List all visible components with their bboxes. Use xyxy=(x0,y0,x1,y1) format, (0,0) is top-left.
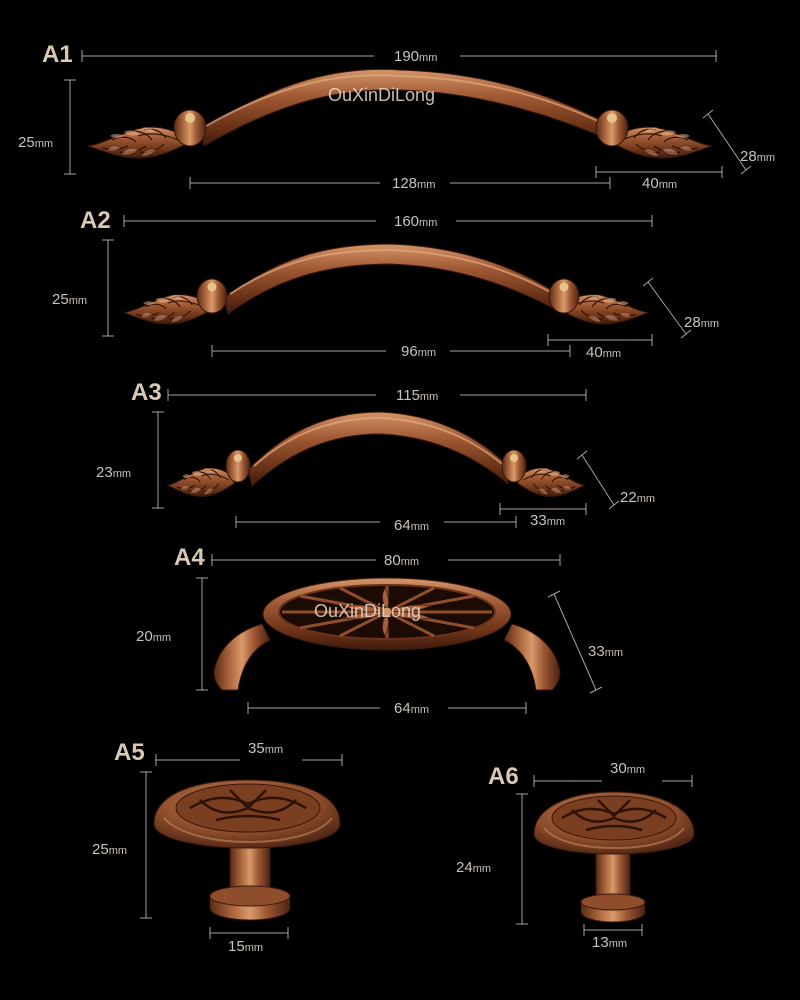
product-label-a3: A3 xyxy=(131,379,162,406)
base-label-a5: 15mm xyxy=(228,938,263,955)
watermark: OuXinDiLong xyxy=(328,85,435,105)
product-a3: A3 115mm 23mm 64mm 33mm xyxy=(96,379,655,534)
length-label-a3: 115mm xyxy=(396,387,438,404)
product-label-a6: A6 xyxy=(488,763,519,790)
hole-spacing-label-a3: 64mm xyxy=(394,517,429,534)
knob-a5 xyxy=(153,779,341,921)
handle-a1 xyxy=(87,68,713,159)
product-label-a4: A4 xyxy=(174,544,205,571)
product-a6: A6 30mm 24mm 13mm xyxy=(456,760,695,951)
product-label-a5: A5 xyxy=(114,739,145,766)
handle-a2 xyxy=(123,243,649,325)
height-label-a4: 20mm xyxy=(136,628,171,645)
product-label-a2: A2 xyxy=(80,207,111,234)
dimension-line xyxy=(707,113,747,171)
hole-spacing-label-a1: 128mm xyxy=(392,175,435,192)
watermark: OuXinDiLong xyxy=(314,601,421,621)
height-label-a1: 25mm xyxy=(18,134,53,151)
length-label-a4: 80mm xyxy=(384,552,419,569)
depth-label-a1: 28mm xyxy=(740,148,775,165)
height-label-a2: 25mm xyxy=(52,291,87,308)
length-label-a2: 160mm xyxy=(394,213,437,230)
dimension-line xyxy=(581,454,615,506)
dimension-line xyxy=(553,593,597,691)
base-width-label-a1: 40mm xyxy=(642,175,677,192)
diameter-label-a5: 35mm xyxy=(248,740,283,757)
product-a4: A4 80mm 20mm xyxy=(136,544,623,717)
handle-a4 xyxy=(213,577,561,691)
hole-spacing-label-a4: 64mm xyxy=(394,700,429,717)
base-width-label-a3: 33mm xyxy=(530,512,565,529)
product-a2: A2 160mm 25mm 96mm 40mm xyxy=(52,207,719,361)
hole-spacing-label-a2: 96mm xyxy=(401,343,436,360)
depth-label-a3: 22mm xyxy=(620,489,655,506)
handle-a3 xyxy=(166,411,586,497)
base-label-a6: 13mm xyxy=(592,934,627,951)
dimension-line xyxy=(647,281,687,335)
height-label-a5: 25mm xyxy=(92,841,127,858)
depth-label-a2: 28mm xyxy=(684,314,719,331)
product-label-a1: A1 xyxy=(42,41,73,68)
product-a1: A1 190mm 25mm OuXinDiLong 128mm 40m xyxy=(18,41,775,192)
length-label-a1: 190mm xyxy=(394,48,437,65)
knob-a6 xyxy=(533,791,695,923)
diameter-label-a6: 30mm xyxy=(610,760,645,777)
height-label-a6: 24mm xyxy=(456,859,491,876)
product-a5: A5 35mm 25mm 15mm xyxy=(92,739,343,955)
height-label-a3: 23mm xyxy=(96,464,131,481)
depth-label-a4: 33mm xyxy=(588,643,623,660)
base-width-label-a2: 40mm xyxy=(586,344,621,361)
